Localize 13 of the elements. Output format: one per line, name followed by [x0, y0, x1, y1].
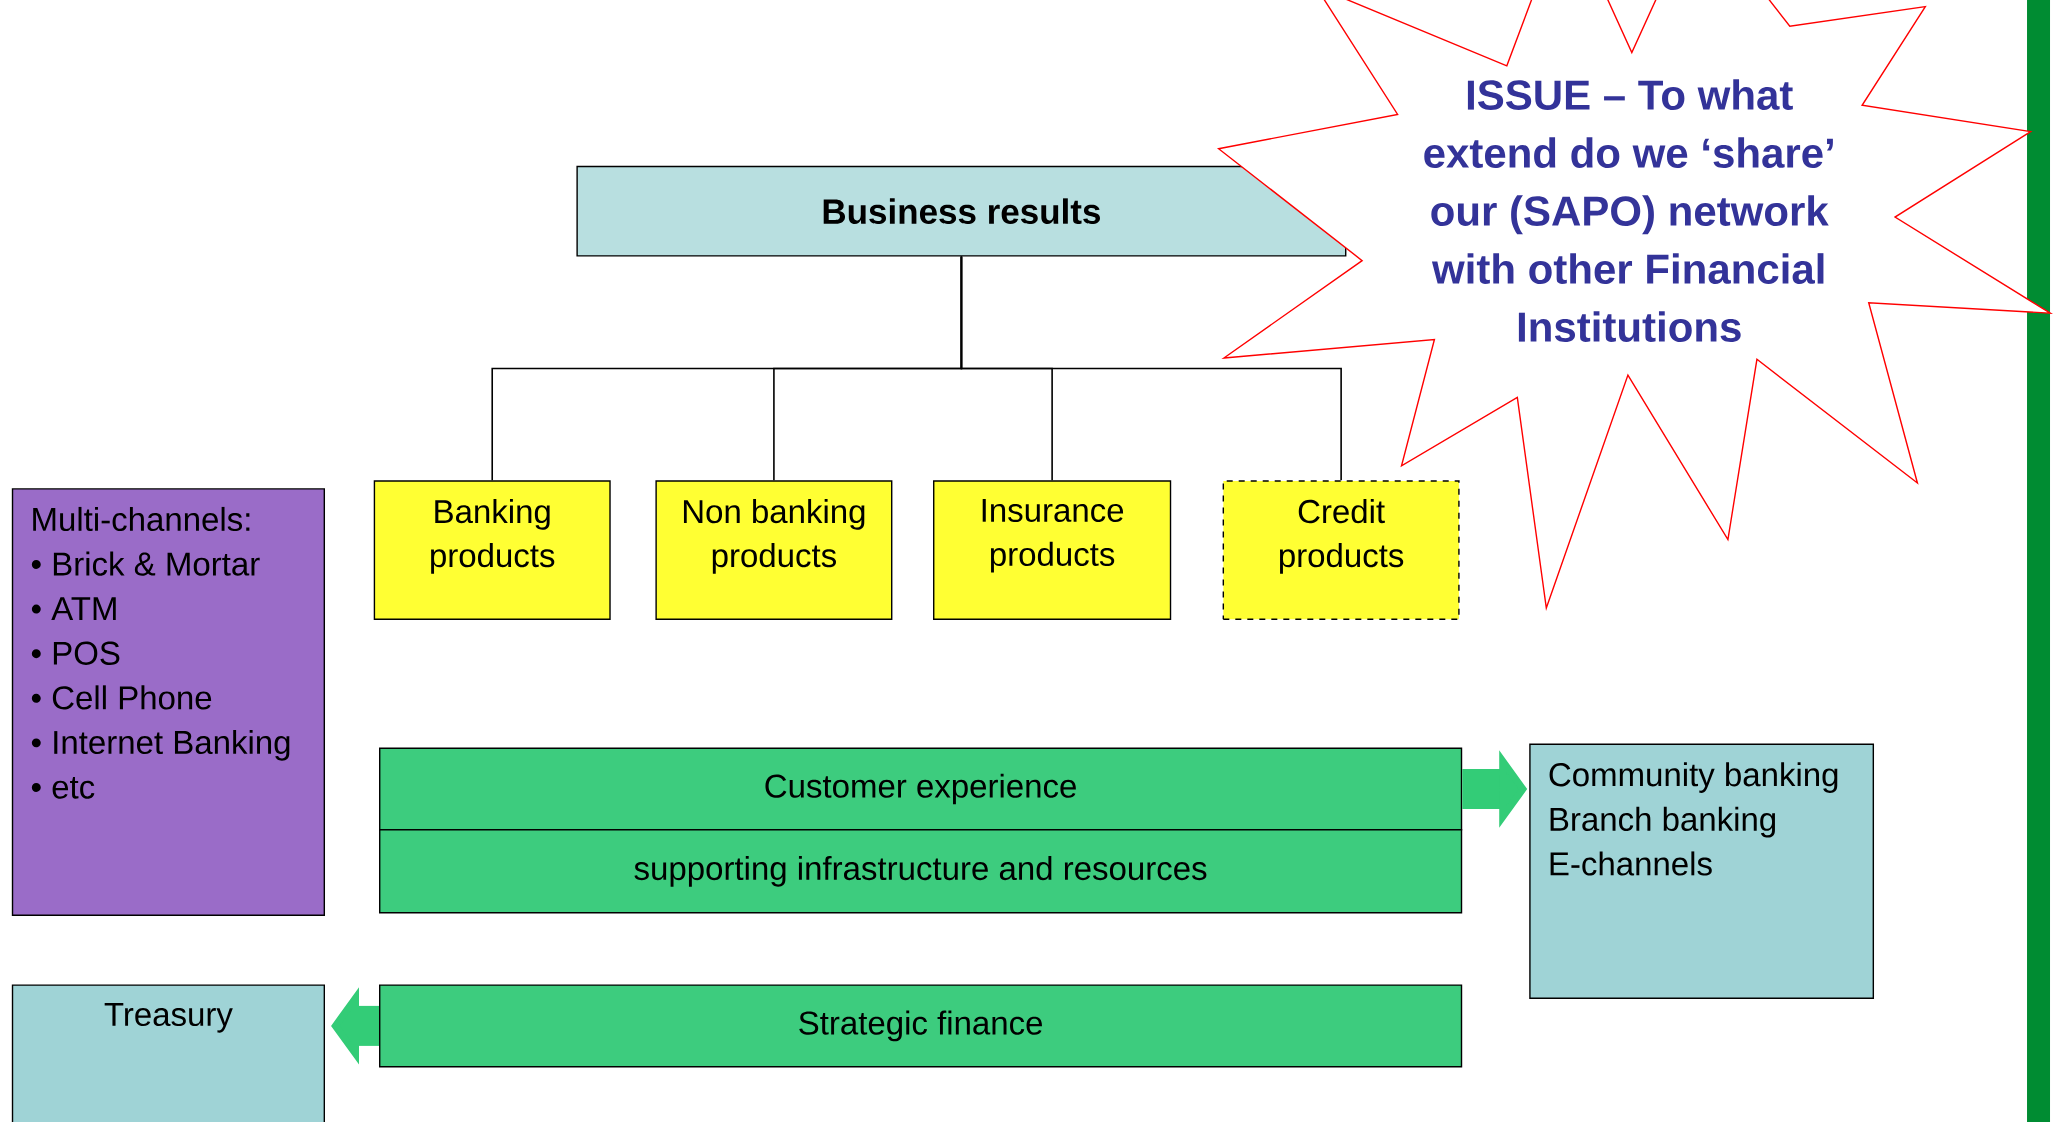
treasury-box: Treasury — [11, 984, 325, 1122]
product-box: Insurance products — [933, 480, 1172, 620]
channel-box: Community banking Branch banking E-channels — [1529, 743, 1875, 999]
band-box: Strategic finance — [379, 984, 1463, 1068]
node-label: ISSUE – To what extend do we ‘share’ our (SAPO) network with other Financial Institutions — [1424, 79, 1833, 343]
title-box: Business results — [576, 165, 1347, 257]
band-box: supporting infrastructure and resources — [379, 829, 1463, 914]
connector-line — [960, 255, 1342, 482]
product-box: Non banking products — [655, 480, 893, 620]
channel-list-box: Multi-channels: • Brick & Mortar • ATM • POS • Cell Phone • Internet Banking • etc — [11, 488, 325, 916]
product-box: Credit products — [1222, 480, 1460, 620]
product-box: Banking products — [373, 480, 611, 620]
band-box: Customer experience — [379, 747, 1463, 831]
